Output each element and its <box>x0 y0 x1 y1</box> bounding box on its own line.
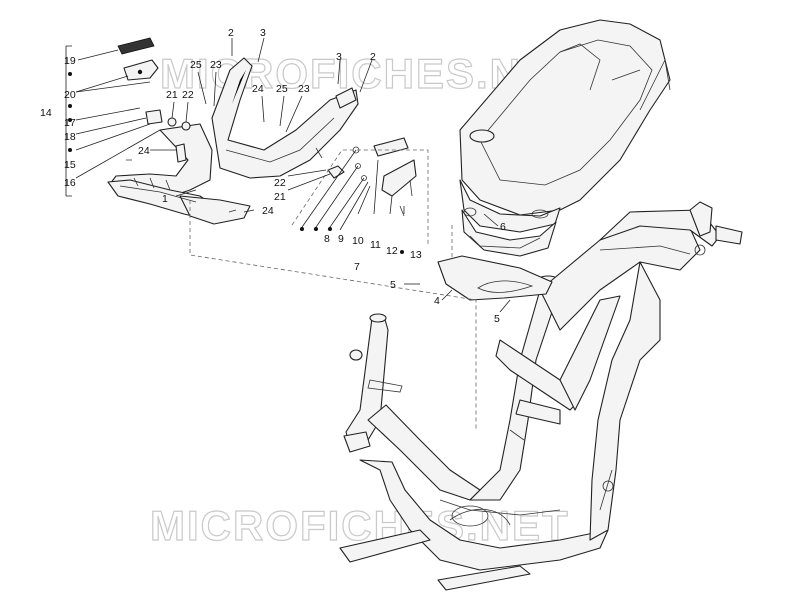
callout-22b: 22 <box>274 177 286 189</box>
callout-25a: 25 <box>190 59 202 71</box>
callout-8: 8 <box>324 233 330 245</box>
callout-22a: 22 <box>182 89 194 101</box>
callout-5a: 5 <box>390 279 396 291</box>
callout-10: 10 <box>352 235 364 247</box>
callout-21b: 21 <box>274 191 286 203</box>
callout-5b: 5 <box>494 313 500 325</box>
callout-12: 12 <box>386 245 398 257</box>
callout-17: 17 <box>64 117 76 129</box>
front-lower-cover <box>437 255 553 301</box>
callout-23b: 23 <box>298 83 310 95</box>
callout-7: 7 <box>354 261 360 273</box>
callout-11: 11 <box>370 239 381 251</box>
callout-23a: 23 <box>210 59 222 71</box>
callout-3b: 3 <box>336 51 342 63</box>
callout-25b: 25 <box>276 83 288 95</box>
bracket-14 <box>65 45 72 197</box>
callout-labels: 1 2 2 3 3 4 5 5 6 7 8 9 10 11 12 13 14 1… <box>40 27 506 325</box>
callout-2a: 2 <box>228 27 234 39</box>
callout-21a: 21 <box>166 89 178 101</box>
callout-13: 13 <box>410 249 422 261</box>
callout-24b: 24 <box>252 83 264 95</box>
watermark-bottom: MICROFICHES.NET <box>150 502 570 549</box>
group-outline-floor <box>189 200 477 430</box>
floor-panel <box>107 123 251 225</box>
callout-2b: 2 <box>370 51 376 63</box>
callout-24c: 24 <box>262 205 274 217</box>
callout-16: 16 <box>64 177 76 189</box>
callout-9: 9 <box>338 233 344 245</box>
group-outline-kit-7 <box>291 149 429 244</box>
kit-markers <box>68 72 404 254</box>
callout-19: 19 <box>64 55 76 67</box>
leg-shield-inner-panel <box>211 57 359 179</box>
callout-3a: 3 <box>260 27 266 39</box>
rear-body-shell <box>459 19 671 257</box>
callout-18: 18 <box>64 131 76 143</box>
callout-24a: 24 <box>138 145 150 157</box>
grab-handle <box>117 37 159 81</box>
callout-14: 14 <box>40 107 52 119</box>
leader-lines <box>75 37 511 313</box>
callout-15: 15 <box>64 159 76 171</box>
callout-1: 1 <box>162 193 168 205</box>
callout-4: 4 <box>434 295 440 307</box>
callout-6: 6 <box>500 221 506 233</box>
callout-20: 20 <box>64 89 76 101</box>
hardware <box>126 109 417 217</box>
